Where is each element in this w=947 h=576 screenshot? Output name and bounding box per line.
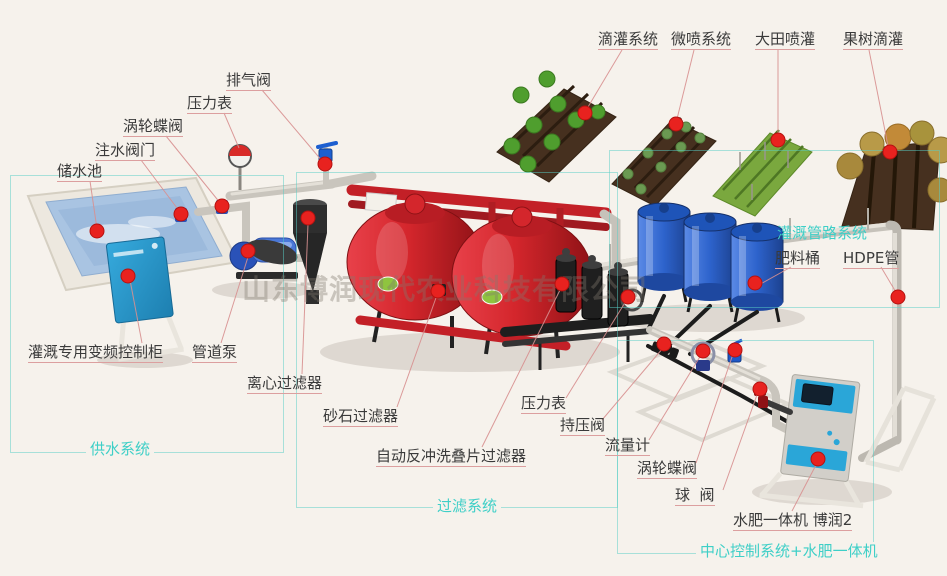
zone-label-irrigation-pipeline: 灌溉管路系统 — [777, 224, 868, 242]
label-hdpe-pipe: HDPE管 — [843, 249, 900, 269]
barrel-2 — [683, 212, 737, 301]
pressure-gauge-1 — [228, 144, 252, 190]
centrifugal-filter — [246, 199, 327, 304]
label-fertilizer-barrel: 肥料桶 — [775, 249, 821, 269]
label-sand-filter: 砂石过滤器 — [323, 407, 399, 427]
label-pressure-gauge-1: 压力表 — [187, 94, 233, 114]
sand-filter-unit — [346, 184, 621, 359]
hotspot-markers — [89, 105, 906, 467]
label-fertigation-machine: 水肥一体机 博润2 — [733, 511, 853, 531]
zone-box-irrigation-pipeline — [609, 150, 940, 308]
label-pressure-gauge-2: 压力表 — [521, 394, 567, 414]
fertilizer-barrels — [637, 202, 790, 424]
label-butterfly-valve-2: 涡轮蝶阀 — [637, 459, 698, 479]
vfd-control-cabinet — [105, 236, 184, 362]
barrel-3 — [730, 222, 784, 311]
zone-label-central-control: 中心控制系统+水肥一体机 — [696, 542, 882, 560]
flow-meter-body — [690, 341, 716, 371]
label-flow-meter: 流量计 — [605, 436, 651, 456]
label-field-sprinkler: 大田喷灌 — [755, 30, 816, 50]
zone-label-filtration: 过滤系统 — [433, 497, 502, 515]
label-drip-system: 滴灌系统 — [598, 30, 659, 50]
field-sprinkler — [712, 129, 813, 217]
label-micro-spray-system: 微喷系统 — [671, 30, 732, 50]
label-vfd-cabinet: 灌溉专用变频控制柜 — [28, 343, 164, 363]
fertigation-machine — [758, 374, 937, 509]
label-disc-filter: 自动反冲洗叠片过滤器 — [376, 447, 527, 467]
label-inlet-valve: 注水阀门 — [95, 141, 156, 161]
label-butterfly-valve-1: 涡轮蝶阀 — [123, 117, 184, 137]
label-centrifugal-filter: 离心过滤器 — [247, 374, 323, 394]
leader-lines — [89, 49, 898, 512]
label-storage-pool: 储水池 — [57, 162, 103, 182]
zone-label-water-supply: 供水系统 — [86, 440, 155, 458]
label-fruit-tree-drip: 果树滴灌 — [843, 30, 904, 50]
field-fruit-trees — [836, 120, 947, 231]
label-exhaust-valve: 排气阀 — [226, 71, 272, 91]
label-pipeline-pump: 管道泵 — [192, 343, 238, 363]
barrel-1 — [637, 202, 691, 291]
label-ball-valve: 球 阀 — [675, 486, 715, 506]
label-pressure-hold-valve: 持压阀 — [560, 416, 606, 436]
field-micro-spray — [611, 116, 717, 207]
